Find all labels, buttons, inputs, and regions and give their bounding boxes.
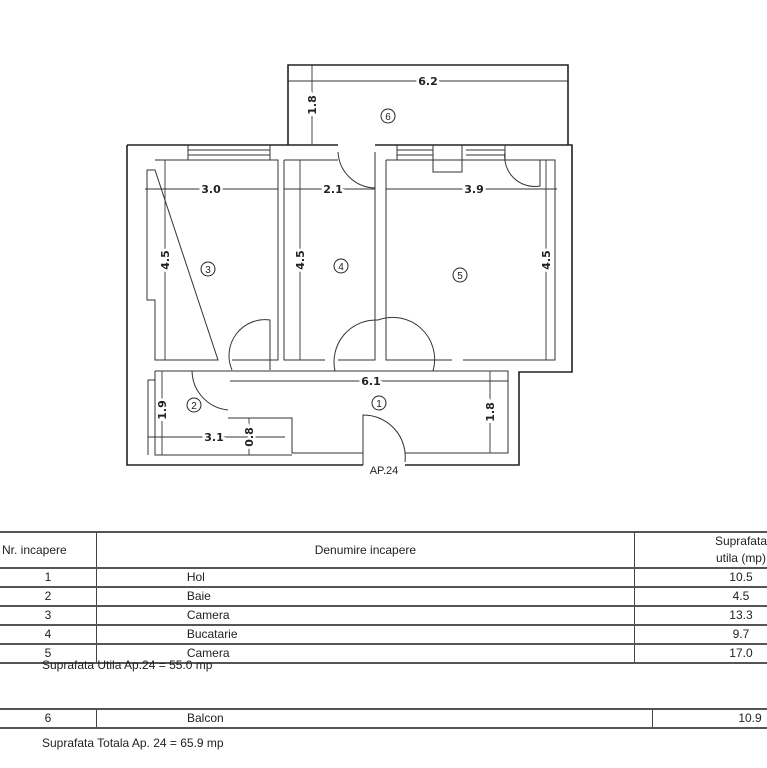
- cell-area: 13.3: [634, 605, 767, 626]
- door-entrance: [362, 414, 406, 465]
- cell-area: 10.9: [652, 708, 767, 729]
- dim-hall-depth: 1.8: [484, 402, 497, 422]
- dim-bath-niche: 0.8: [243, 427, 256, 447]
- dim-bath-width: 3.1: [204, 431, 224, 444]
- room-marker-6: 6: [380, 108, 396, 124]
- dim-room4-width: 2.1: [323, 183, 343, 196]
- room5-outline: [385, 159, 556, 361]
- dim-room5-depth: 4.5: [540, 250, 553, 270]
- dim-room4-depth: 4.5: [294, 250, 307, 270]
- window-room5: [396, 145, 506, 173]
- cell-nr: 6: [0, 708, 97, 729]
- dimension-lines: [145, 65, 568, 455]
- door-room3: [228, 319, 271, 371]
- cell-name: Camera: [96, 605, 635, 626]
- cell-name: Balcon: [96, 708, 653, 729]
- room3-outline: [146, 159, 279, 361]
- room4-outline: [283, 159, 376, 361]
- table-header: Nr. incapere Denumire incapere Suprafata…: [0, 531, 767, 569]
- cell-nr: 3: [0, 605, 97, 626]
- header-area: Suprafata utila (mp): [634, 531, 767, 569]
- room-marker-4: 4: [333, 258, 349, 274]
- dim-balcony-depth: 1.8: [306, 95, 319, 115]
- room-marker-3: 3: [200, 261, 216, 277]
- door-room5-balcony: [504, 151, 541, 187]
- door-room4: [333, 316, 436, 372]
- room-marker-1: 1: [371, 395, 387, 411]
- grand-area-total: Suprafata Totala Ap. 24 = 65.9 mp: [42, 736, 224, 750]
- useful-area-total: Suprafata Utila Ap.24 = 55.0 mp: [42, 658, 213, 672]
- cell-area: 10.5: [634, 567, 767, 588]
- dim-bath-depth: 1.9: [156, 400, 169, 420]
- cell-nr: 5: [0, 643, 97, 664]
- balcony-outline: [287, 64, 569, 145]
- apartment-label: AP.24: [370, 465, 399, 477]
- room-marker-2: 2: [186, 397, 202, 413]
- cell-name: Camera: [96, 643, 635, 664]
- floor-plan: 6.2 1.8 3.0 4.5 2.1 4.5 3.9 4.5 6.1 1.8 …: [126, 64, 573, 477]
- header-nr: Nr. incapere: [0, 531, 97, 569]
- svg-text:5: 5: [457, 271, 463, 282]
- cell-name: Baie: [96, 586, 635, 607]
- cell-nr: 4: [0, 624, 97, 645]
- dim-hall-width: 6.1: [361, 375, 381, 388]
- dim-room3-depth: 4.5: [159, 250, 172, 270]
- svg-text:1: 1: [376, 399, 382, 410]
- header-name: Denumire incapere: [96, 531, 635, 569]
- rooms-table: Nr. incapere Denumire incapere Suprafata…: [0, 531, 767, 664]
- svg-text:6: 6: [385, 112, 391, 123]
- cell-area: 9.7: [634, 624, 767, 645]
- room-marker-5: 5: [452, 267, 468, 283]
- svg-text:4: 4: [338, 262, 344, 273]
- dim-room3-width: 3.0: [201, 183, 221, 196]
- window-room3: [187, 145, 271, 160]
- cell-name: Hol: [96, 567, 635, 588]
- cell-nr: 1: [0, 567, 97, 588]
- svg-text:2: 2: [191, 401, 197, 412]
- dim-balcony-width: 6.2: [418, 75, 438, 88]
- cell-name: Bucatarie: [96, 624, 635, 645]
- door-bath: [191, 370, 229, 411]
- cell-area: 17.0: [634, 643, 767, 664]
- outer-wall: [126, 144, 573, 466]
- cell-area: 4.5: [634, 586, 767, 607]
- cell-nr: 2: [0, 586, 97, 607]
- door-balcony: [337, 151, 376, 189]
- svg-text:3: 3: [205, 265, 211, 276]
- dim-room5-width: 3.9: [464, 183, 484, 196]
- hall-outline: [228, 370, 509, 454]
